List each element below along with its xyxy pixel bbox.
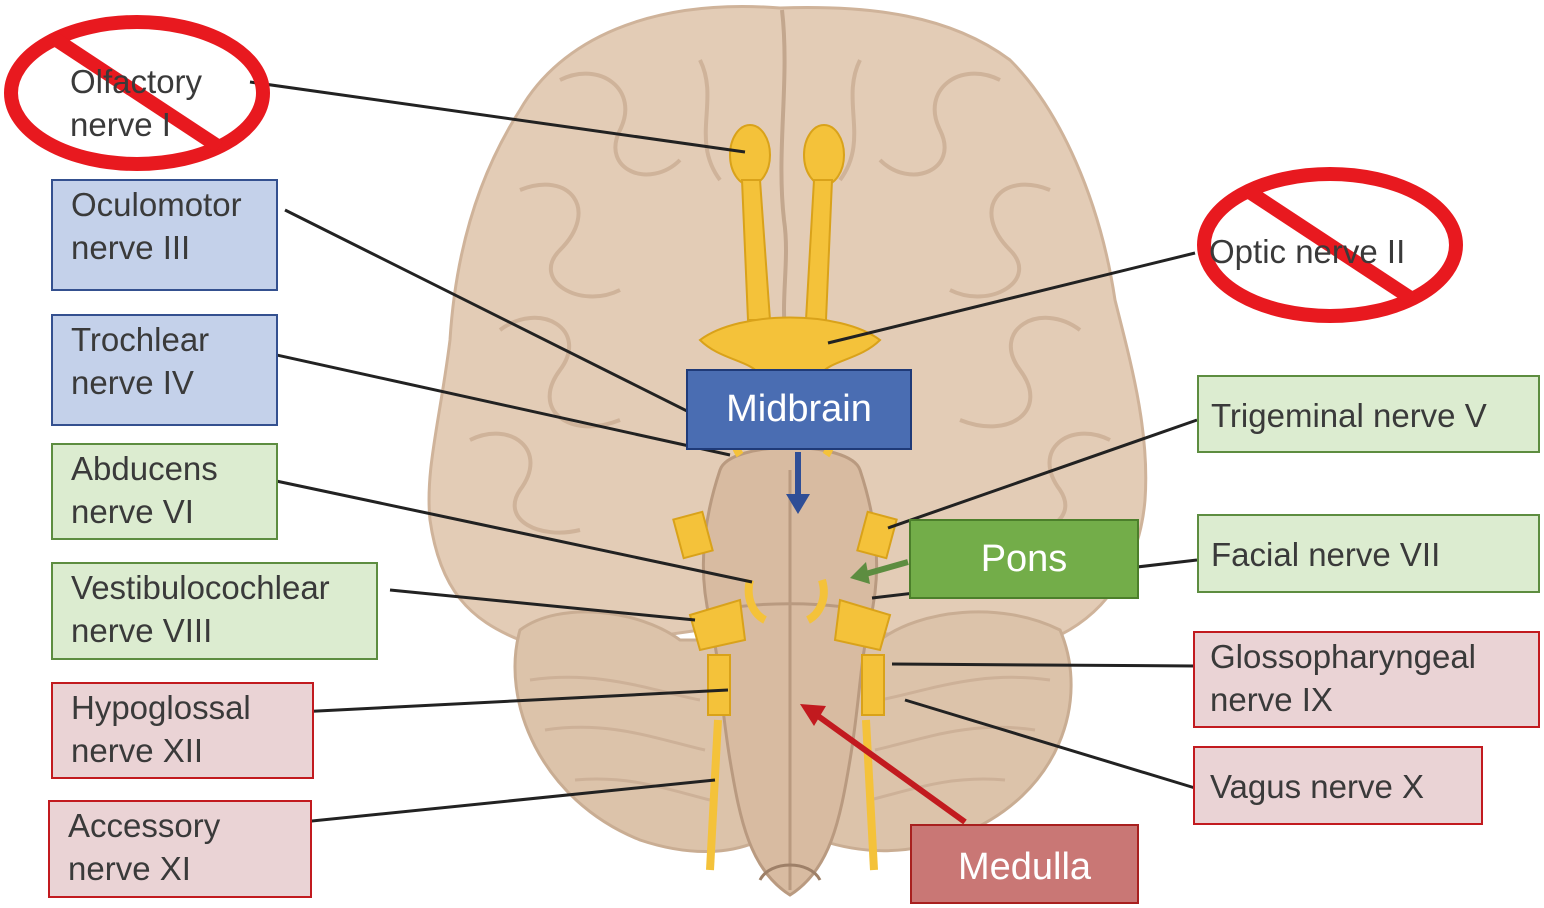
hypoglossal-nerve-label: Hypoglossal nerve XII xyxy=(51,682,314,779)
olfactory-nerve-label: Olfactory nerve I xyxy=(52,58,272,148)
glossopharyngeal-nerve-label: Glossopharyngeal nerve IX xyxy=(1193,631,1540,728)
trigeminal-nerve-label: Trigeminal nerve V xyxy=(1197,375,1540,453)
vagus-nerve-label: Vagus nerve X xyxy=(1193,746,1483,825)
optic-nerve-label: Optic nerve II xyxy=(1195,228,1445,280)
facial-nerve-label: Facial nerve VII xyxy=(1197,514,1540,593)
oculomotor-nerve-label: Oculomotor nerve III xyxy=(51,179,278,291)
midbrain-label: Midbrain xyxy=(686,369,912,450)
abducens-nerve-label: Abducens nerve VI xyxy=(51,443,278,540)
trochlear-nerve-label: Trochlear nerve IV xyxy=(51,314,278,426)
pons-label: Pons xyxy=(909,519,1139,599)
vestibulocochlear-nerve-label: Vestibulocochlear nerve VIII xyxy=(51,562,378,660)
medulla-label: Medulla xyxy=(910,824,1139,904)
accessory-nerve-label: Accessory nerve XI xyxy=(48,800,312,898)
